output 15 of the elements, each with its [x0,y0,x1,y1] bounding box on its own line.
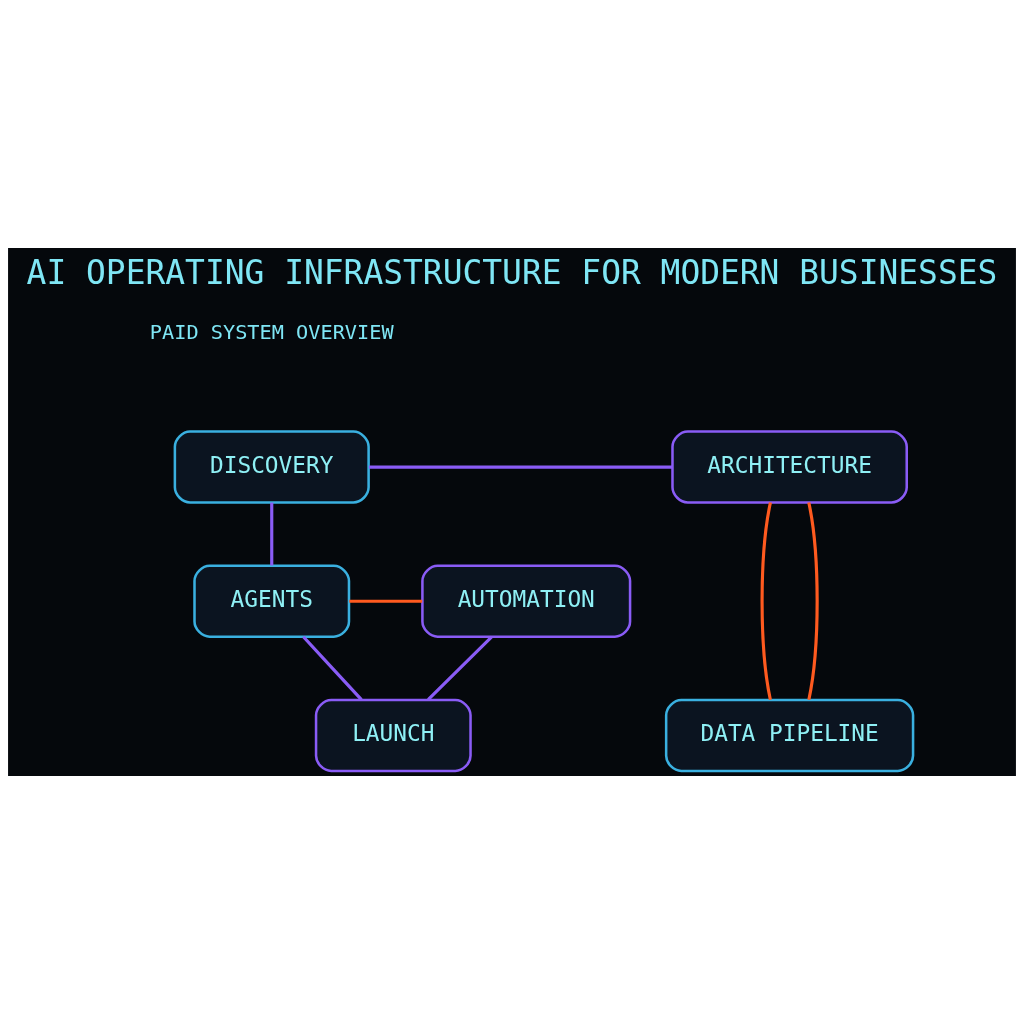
diagram-title: AI OPERATING INFRASTRUCTURE FOR MODERN BUSINESSES [26,253,998,293]
connector [302,635,363,701]
connector [427,635,493,701]
node-box: ARCHITECTURE [671,430,908,504]
node-box: AUTOMATION [421,564,632,638]
connector [807,502,819,700]
connector [368,465,673,469]
node-box: DATA PIPELINE [664,698,915,773]
connector [760,502,772,700]
label: PAID SYSTEM OVERVIEW [149,319,394,344]
connector [349,599,423,603]
node-box: AGENTS [193,564,351,638]
node-box: LAUNCH [314,698,472,773]
connector [270,502,274,566]
node-box: DISCOVERY [173,430,370,504]
